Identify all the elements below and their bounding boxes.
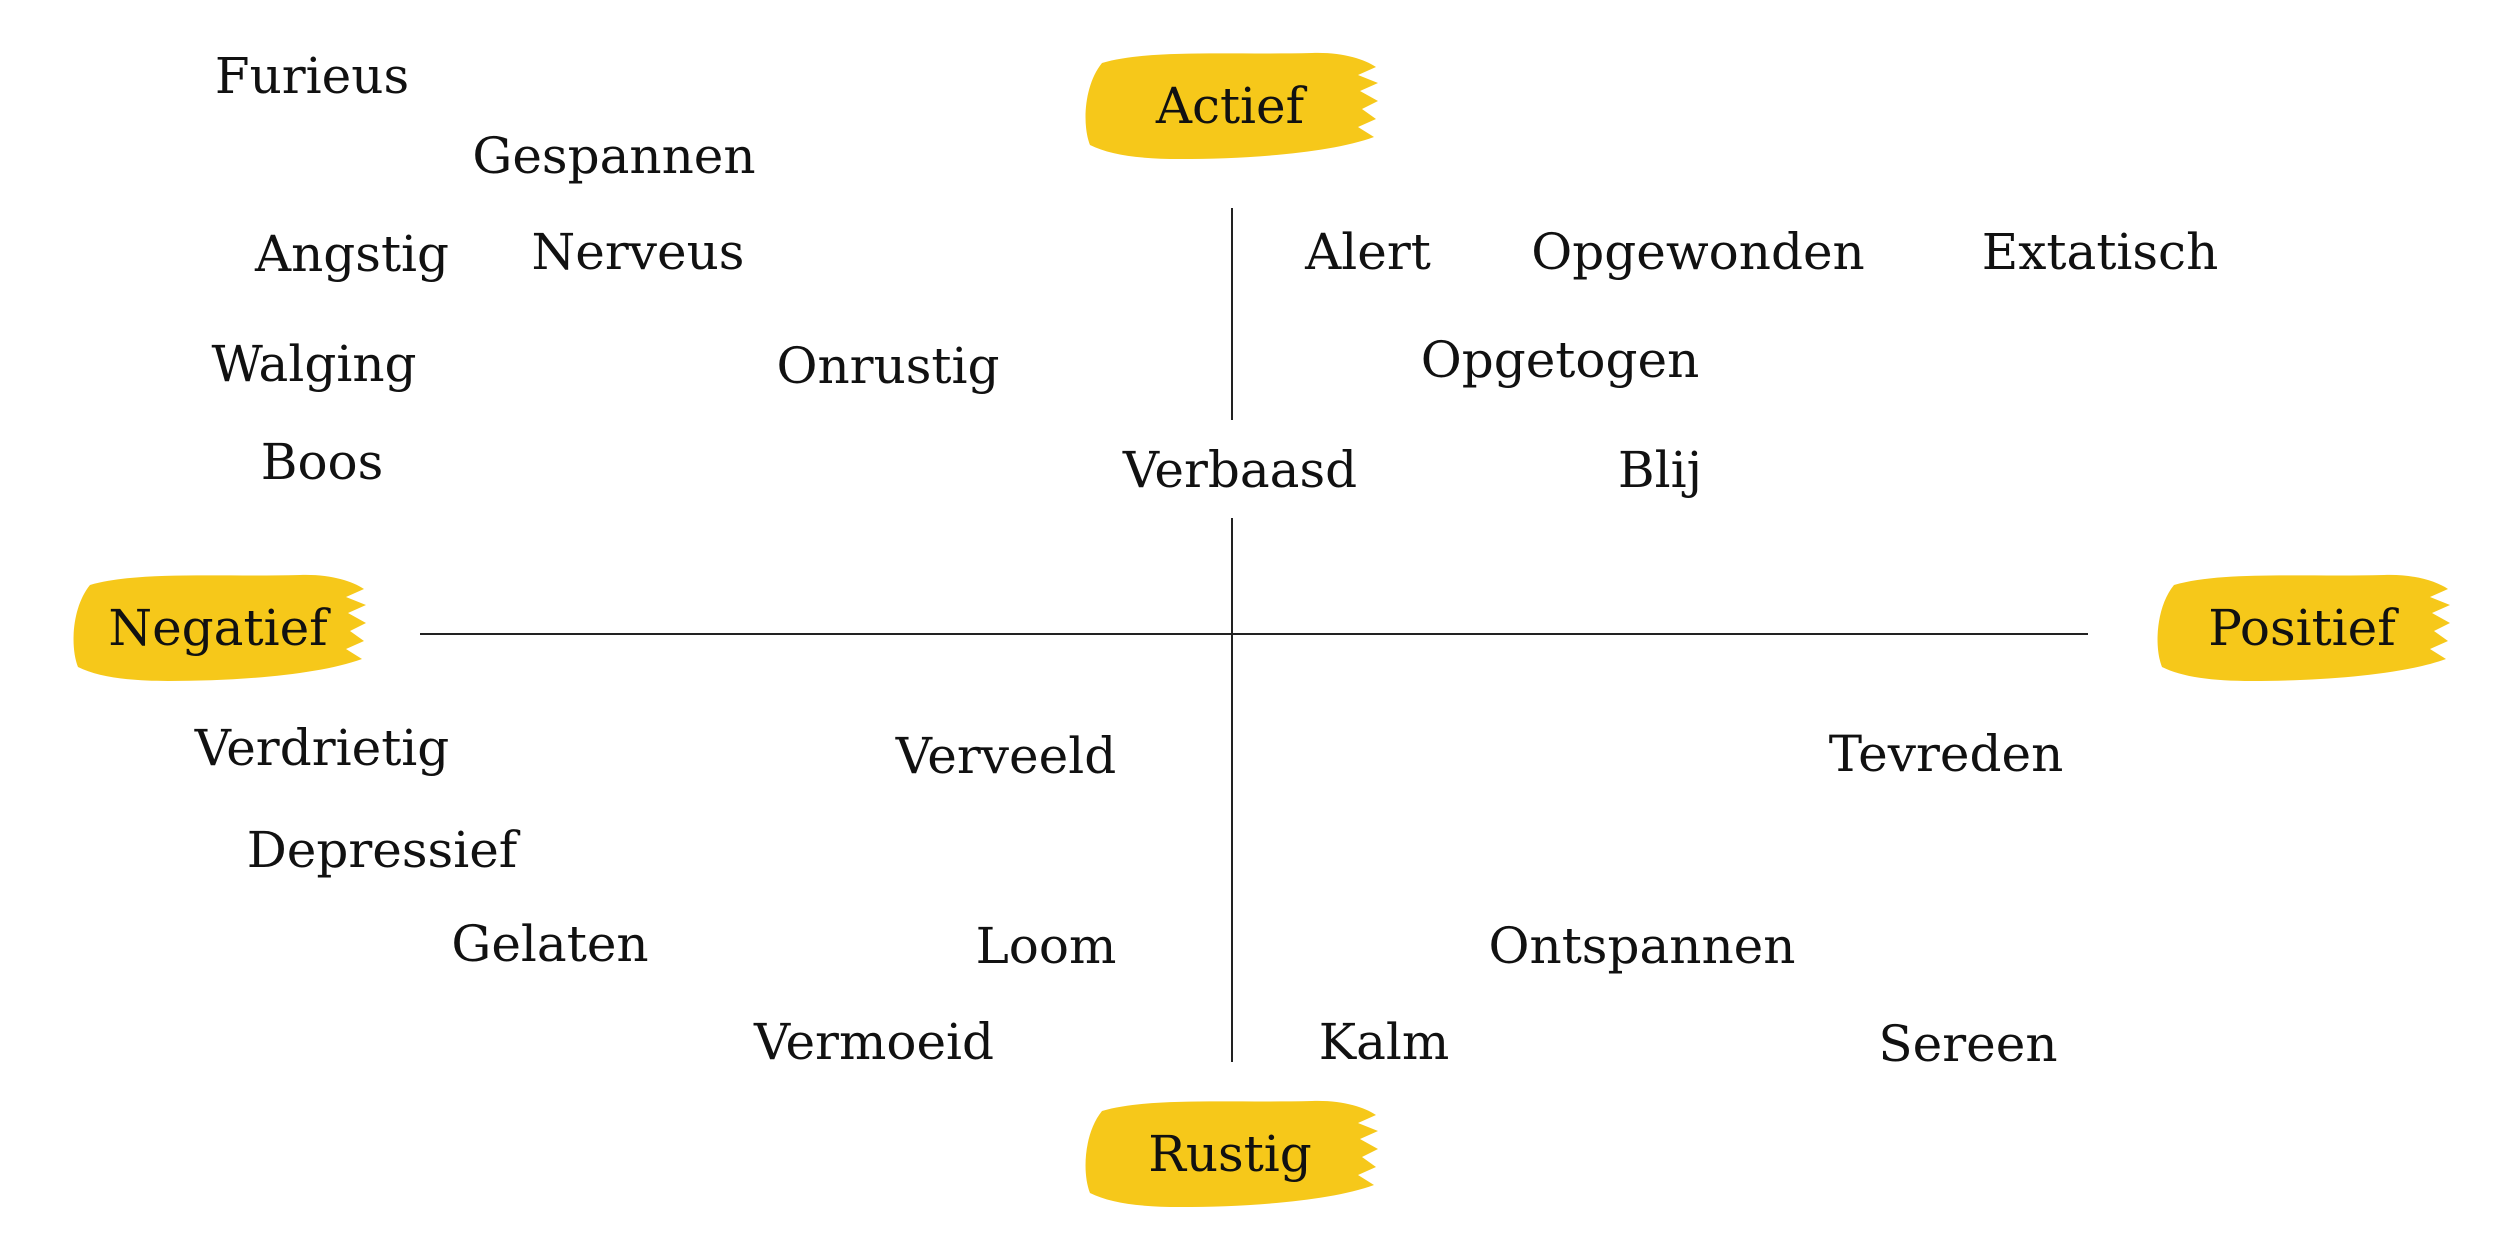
emotion-tevreden: Tevreden <box>1828 725 2064 783</box>
emotion-onrustig: Onrustig <box>776 337 1000 395</box>
emotion-extatisch: Extatisch <box>1981 223 2219 281</box>
emotion-verdrietig: Verdrietig <box>194 719 450 777</box>
emotion-alert: Alert <box>1305 223 1431 281</box>
pole-label-rustig: Rustig <box>1148 1125 1312 1183</box>
brush-stroke-icon <box>73 574 367 681</box>
emotion-nerveus: Nerveus <box>531 223 745 281</box>
pole-actief: Actief <box>1080 45 1380 167</box>
emotion-vermoeid: Vermoeid <box>753 1013 995 1071</box>
emotion-opgetogen: Opgetogen <box>1420 331 1700 389</box>
pole-label-actief: Actief <box>1155 77 1305 135</box>
emotion-furieus: Furieus <box>214 47 410 105</box>
pole-label-positief: Positief <box>2208 599 2396 657</box>
emotion-gelaten: Gelaten <box>451 915 649 973</box>
pole-rustig: Rustig <box>1080 1093 1380 1215</box>
emotion-opgewonden: Opgewonden <box>1531 223 1865 281</box>
brush-stroke-icon <box>1085 1100 1378 1207</box>
emotion-gespannen: Gespannen <box>472 127 756 185</box>
emotion-loom: Loom <box>975 917 1117 975</box>
brush-stroke-icon <box>2157 574 2450 681</box>
emotion-sereen: Sereen <box>1878 1015 2058 1073</box>
emotion-walging: Walging <box>211 335 417 393</box>
emotion-ontspannen: Ontspannen <box>1488 917 1796 975</box>
emotion-angstig: Angstig <box>254 225 450 283</box>
pole-negatief: Negatief <box>68 567 368 689</box>
emotion-depressief: Depressief <box>246 821 518 879</box>
pole-positief: Positief <box>2152 567 2452 689</box>
emotion-verveeld: Verveeld <box>895 727 1117 785</box>
emotion-verbaasd: Verbaasd <box>1122 441 1358 499</box>
emotion-kalm: Kalm <box>1318 1013 1450 1071</box>
brush-stroke-icon <box>1085 52 1378 159</box>
pole-label-negatief: Negatief <box>108 599 328 657</box>
emotion-boos: Boos <box>260 433 384 491</box>
emotion-blij: Blij <box>1617 441 1703 499</box>
